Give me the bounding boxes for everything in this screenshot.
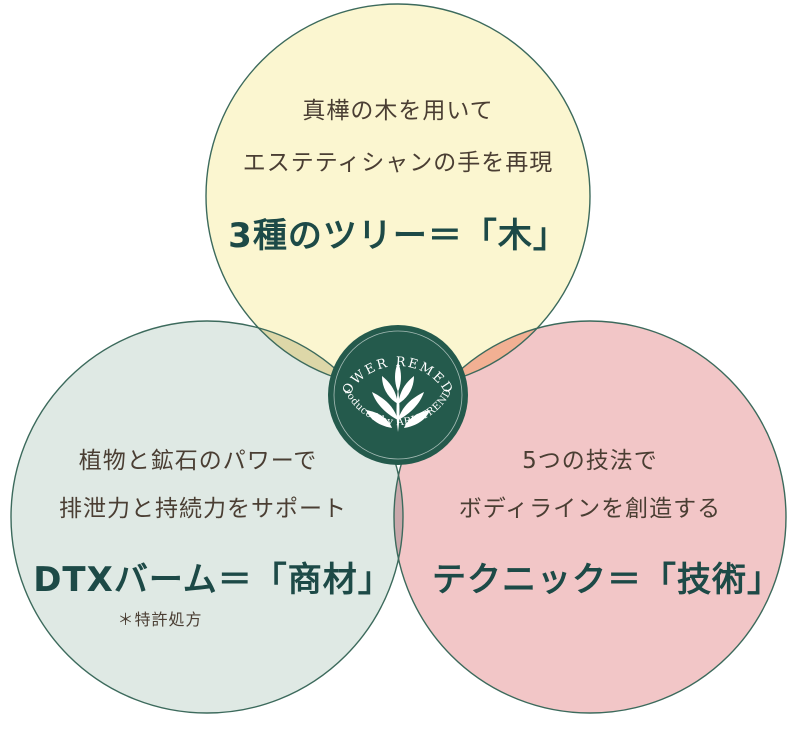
- right-line-2: ボディラインを創造する: [458, 496, 722, 522]
- patent-note: ＊特許処方: [117, 610, 203, 629]
- right-circle-outline: [393, 320, 787, 714]
- left-heading: DTXバーム＝「商材」: [33, 560, 393, 600]
- left-circle-outline: [10, 320, 404, 714]
- right-line-1: 5つの技法で: [522, 448, 658, 474]
- left-line-2: 排泄力と持続力をサポート: [59, 496, 347, 522]
- left-circle: [11, 321, 403, 713]
- right-circle: [394, 321, 786, 713]
- top-line-1: 真樺の木を用いて: [302, 98, 494, 124]
- left-line-1: 植物と鉱石のパワーで: [78, 448, 318, 474]
- leaf-emblem-icon: [366, 362, 430, 432]
- right-heading: テクニック＝「技術」: [432, 560, 782, 600]
- top-heading: 3種のツリー＝「木」: [228, 216, 568, 256]
- top-line-2: エステティシャンの手を再現: [242, 150, 554, 176]
- top-circle: [206, 4, 590, 388]
